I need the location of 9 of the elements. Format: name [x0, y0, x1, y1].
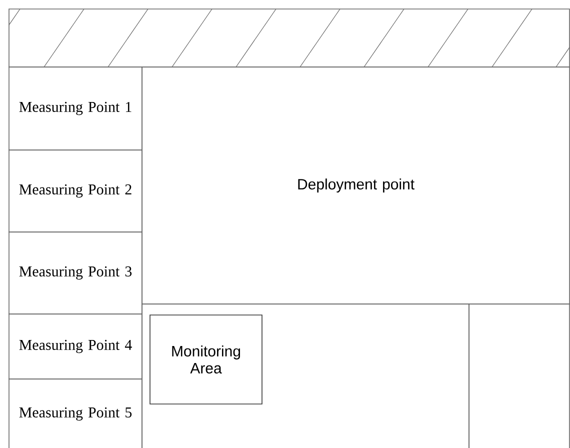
deployment-area: Deployment point [142, 66, 570, 304]
measuring-point-cell: Measuring Point 5 [8, 378, 142, 448]
region-box [142, 304, 470, 448]
monitoring-area-box: Monitoring Area [150, 314, 262, 404]
measuring-point-cell: Measuring Point 2 [8, 150, 142, 232]
measuring-point-cell: Measuring Point 1 [8, 66, 142, 150]
measuring-point-cell: Measuring Point 4 [8, 314, 142, 380]
region-box [468, 304, 570, 448]
measuring-point-cell: Measuring Point 3 [8, 232, 142, 314]
